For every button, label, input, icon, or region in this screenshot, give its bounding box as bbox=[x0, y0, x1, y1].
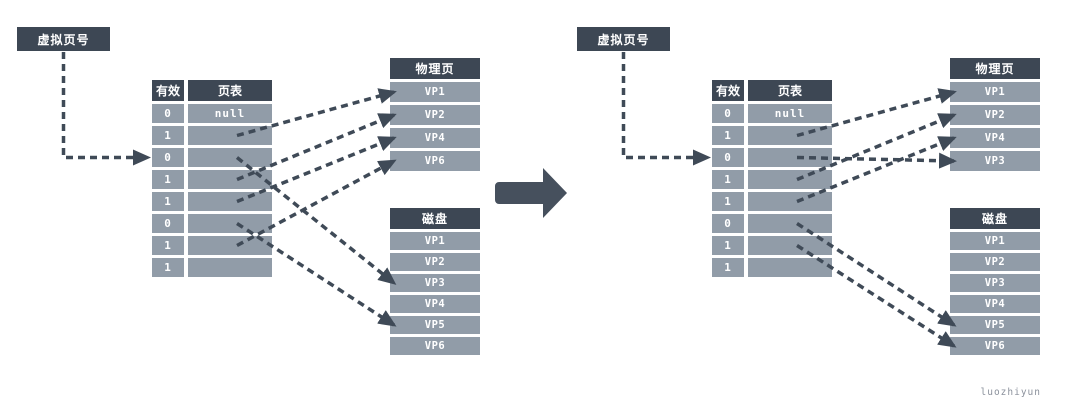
page-table-entry-cell bbox=[188, 258, 272, 277]
physical-page-row: VP1 bbox=[390, 82, 480, 102]
page-table-column-header: 页表 bbox=[188, 80, 272, 101]
page-table-header-row: 有效 页表 bbox=[712, 80, 832, 101]
physical-page-row: VP1 bbox=[950, 82, 1040, 102]
table-row: 0 bbox=[712, 148, 832, 167]
valid-cell: 1 bbox=[712, 126, 744, 145]
table-row: 1 bbox=[712, 258, 832, 277]
valid-cell: 0 bbox=[712, 214, 744, 233]
disk-page-row: VP1 bbox=[950, 232, 1040, 250]
valid-column-header: 有效 bbox=[152, 80, 184, 101]
physical-page-row: VP4 bbox=[390, 128, 480, 148]
page-table-entry-cell bbox=[188, 236, 272, 255]
page-table-entry-cell bbox=[748, 126, 832, 145]
disk-title: 磁盘 bbox=[390, 208, 480, 229]
table-row: 1 bbox=[712, 170, 832, 189]
valid-cell: 0 bbox=[152, 148, 184, 167]
valid-cell: 1 bbox=[152, 192, 184, 211]
table-row: 1 bbox=[712, 192, 832, 211]
table-row: 1 bbox=[712, 126, 832, 145]
physical-pages-title: 物理页 bbox=[950, 58, 1040, 79]
page-table-column-header: 页表 bbox=[748, 80, 832, 101]
valid-cell: 0 bbox=[152, 214, 184, 233]
virtual-page-number-label: 虚拟页号 bbox=[597, 32, 650, 47]
valid-cell: 1 bbox=[152, 126, 184, 145]
page-table-entry-cell: null bbox=[748, 104, 832, 123]
page-table-entry-cell bbox=[748, 192, 832, 211]
valid-cell: 1 bbox=[712, 236, 744, 255]
disk-page-row: VP6 bbox=[390, 337, 480, 355]
disk-title: 磁盘 bbox=[950, 208, 1040, 229]
page-table-entry-cell bbox=[748, 236, 832, 255]
valid-cell: 1 bbox=[152, 236, 184, 255]
table-row: 1 bbox=[152, 192, 272, 211]
page-table-entry-cell bbox=[748, 170, 832, 189]
page-table-header-row: 有效 页表 bbox=[152, 80, 272, 101]
table-row: 0 bbox=[152, 148, 272, 167]
valid-cell: 1 bbox=[712, 258, 744, 277]
table-row: 1 bbox=[152, 258, 272, 277]
disk-page-row: VP6 bbox=[950, 337, 1040, 355]
table-row: 1 bbox=[152, 126, 272, 145]
table-row: 0 bbox=[712, 214, 832, 233]
physical-page-row: VP4 bbox=[950, 128, 1040, 148]
transition-arrow-icon bbox=[495, 168, 567, 218]
physical-page-row: VP2 bbox=[390, 105, 480, 125]
page-table-entry-cell bbox=[748, 258, 832, 277]
physical-page-row: VP3 bbox=[950, 151, 1040, 171]
disk-page-row: VP5 bbox=[390, 316, 480, 334]
valid-cell: 0 bbox=[152, 104, 184, 123]
valid-cell: 0 bbox=[712, 104, 744, 123]
page-table-entry-cell bbox=[188, 148, 272, 167]
page-table-entry-cell bbox=[188, 214, 272, 233]
valid-cell: 1 bbox=[152, 170, 184, 189]
table-row: 1 bbox=[152, 236, 272, 255]
valid-cell: 0 bbox=[712, 148, 744, 167]
virtual-page-number-box: 虚拟页号 bbox=[577, 27, 670, 51]
physical-page-row: VP6 bbox=[390, 151, 480, 171]
valid-cell: 1 bbox=[152, 258, 184, 277]
page-table-entry-cell: null bbox=[188, 104, 272, 123]
page-table-entry-cell bbox=[188, 126, 272, 145]
virtual-page-number-label: 虚拟页号 bbox=[37, 32, 90, 47]
virtual-page-number-box: 虚拟页号 bbox=[17, 27, 110, 51]
page-table-entry-cell bbox=[188, 170, 272, 189]
table-row: 1 bbox=[152, 170, 272, 189]
disk-page-row: VP1 bbox=[390, 232, 480, 250]
disk-page-row: VP4 bbox=[390, 295, 480, 313]
disk-page-row: VP2 bbox=[950, 253, 1040, 271]
table-row: 1 bbox=[712, 236, 832, 255]
disk-page-row: VP3 bbox=[390, 274, 480, 292]
table-row: 0 bbox=[152, 214, 272, 233]
valid-cell: 1 bbox=[712, 192, 744, 211]
disk-page-row: VP3 bbox=[950, 274, 1040, 292]
valid-column-header: 有效 bbox=[712, 80, 744, 101]
physical-pages-title: 物理页 bbox=[390, 58, 480, 79]
disk-page-row: VP5 bbox=[950, 316, 1040, 334]
watermark: luozhiyun bbox=[980, 387, 1041, 398]
disk-page-row: VP2 bbox=[390, 253, 480, 271]
page-table-entry-cell bbox=[748, 148, 832, 167]
physical-page-row: VP2 bbox=[950, 105, 1040, 125]
valid-cell: 1 bbox=[712, 170, 744, 189]
page-table-entry-cell bbox=[748, 214, 832, 233]
page-table-entry-cell bbox=[188, 192, 272, 211]
disk-page-row: VP4 bbox=[950, 295, 1040, 313]
